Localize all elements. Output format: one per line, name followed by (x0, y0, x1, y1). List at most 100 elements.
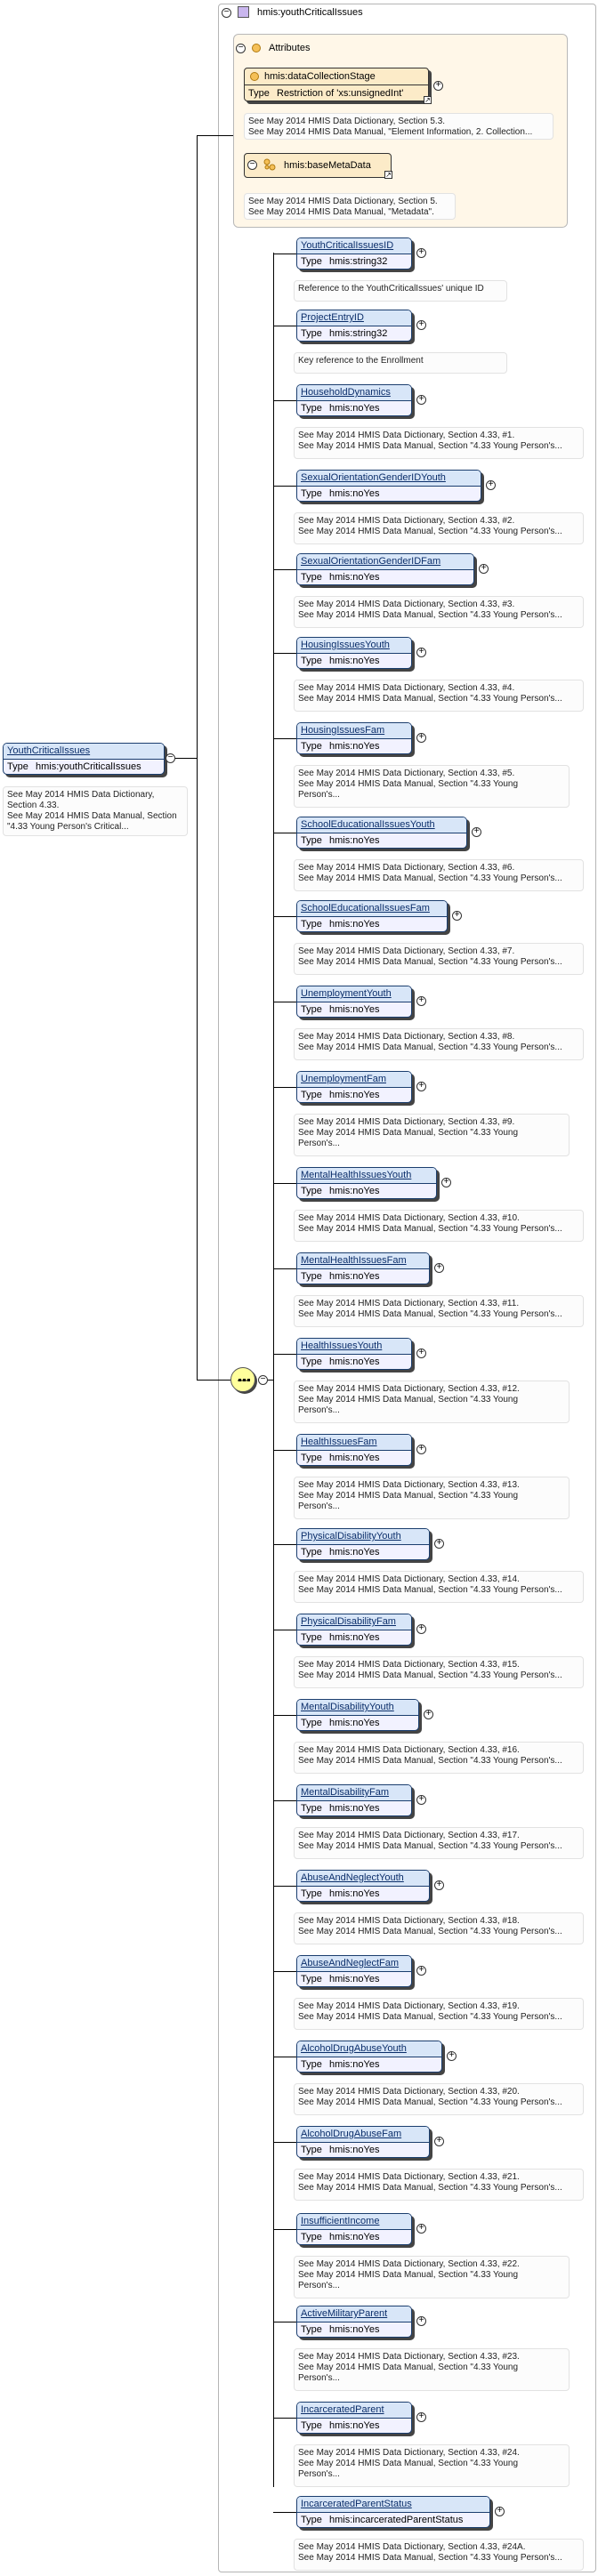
expand-icon[interactable] (434, 1879, 444, 1891)
element-name: AbuseAndNeglectFam (297, 1956, 411, 1972)
type-label: Type (301, 2145, 322, 2155)
type-label: Type (301, 1888, 322, 1899)
type-label: Type (301, 656, 322, 666)
type-label: Type (7, 761, 28, 772)
element-doc: See May 2014 HMIS Data Dictionary, Secti… (294, 765, 570, 808)
expand-icon[interactable] (416, 1080, 426, 1092)
connector-line (273, 1354, 296, 1355)
element-name: AbuseAndNeglectYouth (297, 1871, 429, 1887)
element-doc: See May 2014 HMIS Data Dictionary, Secti… (294, 2083, 584, 2115)
type-value: hmis:noYes (329, 1888, 380, 1899)
expand-icon[interactable] (495, 2505, 505, 2517)
element-name: HousingIssuesFam (297, 723, 411, 739)
connector-line (268, 1380, 273, 1381)
type-label: Type (301, 2420, 322, 2431)
connector-line (273, 1183, 296, 1184)
expand-icon[interactable] (416, 2222, 426, 2234)
connector-line (273, 1715, 296, 1716)
expand-icon[interactable] (416, 2314, 426, 2327)
expand-icon[interactable] (416, 994, 426, 1007)
attribute-group-collapse-icon[interactable] (247, 158, 257, 171)
expand-icon[interactable] (416, 246, 426, 259)
expand-icon[interactable] (416, 393, 426, 406)
attribute-doc: See May 2014 HMIS Data Dictionary, Secti… (244, 113, 554, 140)
connector-line (273, 400, 296, 401)
element-doc: See May 2014 HMIS Data Dictionary, Secti… (294, 2444, 570, 2487)
connector-line (197, 135, 233, 136)
type-label: Type (301, 2059, 322, 2070)
expand-icon[interactable] (472, 825, 481, 838)
expand-icon[interactable] (452, 909, 462, 922)
expand-icon[interactable] (479, 562, 489, 575)
sequence-bus-line (273, 253, 274, 2487)
type-value: hmis:noYes (329, 2420, 380, 2431)
expand-icon[interactable] (434, 2135, 444, 2147)
collapse-toggle-icon[interactable] (222, 6, 231, 19)
type-value: hmis:noYes (329, 1453, 380, 1463)
element-name: ProjectEntryID (297, 310, 411, 326)
expand-icon[interactable] (441, 1176, 451, 1188)
expand-icon[interactable] (433, 79, 443, 92)
element-name: AlcoholDrugAbuseFam (297, 2127, 429, 2143)
element-doc: See May 2014 HMIS Data Dictionary, Secti… (294, 2348, 570, 2391)
external-link-icon[interactable]: ↗ (424, 96, 432, 104)
attributes-collapse-icon[interactable] (236, 42, 246, 54)
element-name: MentalDisabilityYouth (297, 1700, 418, 1716)
expand-icon[interactable] (416, 2411, 426, 2423)
root-collapse-icon[interactable] (166, 752, 175, 764)
expand-icon[interactable] (416, 646, 426, 658)
connector-line (273, 1450, 296, 1451)
expand-icon[interactable] (447, 2049, 457, 2062)
expand-icon[interactable] (416, 1347, 426, 1359)
expand-icon[interactable] (424, 1708, 433, 1720)
expand-icon[interactable] (486, 479, 496, 491)
expand-icon[interactable] (434, 1261, 444, 1274)
type-label: Type (301, 328, 322, 339)
expand-icon[interactable] (416, 1964, 426, 1976)
expand-icon[interactable] (416, 1622, 426, 1635)
element-name: YouthCriticalIssues (4, 744, 164, 760)
expand-icon[interactable] (416, 1443, 426, 1455)
expand-icon[interactable] (416, 318, 426, 331)
attribute-group-base-meta-data[interactable]: hmis:baseMetaData (244, 153, 392, 178)
sequence-compositor-icon[interactable] (230, 1367, 255, 1392)
expand-icon[interactable] (416, 731, 426, 744)
element-doc: See May 2014 HMIS Data Dictionary, Secti… (294, 859, 584, 891)
expand-icon[interactable] (416, 1793, 426, 1806)
element-name: HousingIssuesYouth (297, 638, 411, 654)
external-link-icon[interactable]: ↗ (384, 171, 392, 179)
expand-icon[interactable] (434, 1537, 444, 1550)
element-name: YouthCriticalIssuesID (297, 238, 411, 254)
sequence-collapse-icon[interactable] (258, 1373, 268, 1386)
type-value: hmis:noYes (329, 835, 380, 846)
